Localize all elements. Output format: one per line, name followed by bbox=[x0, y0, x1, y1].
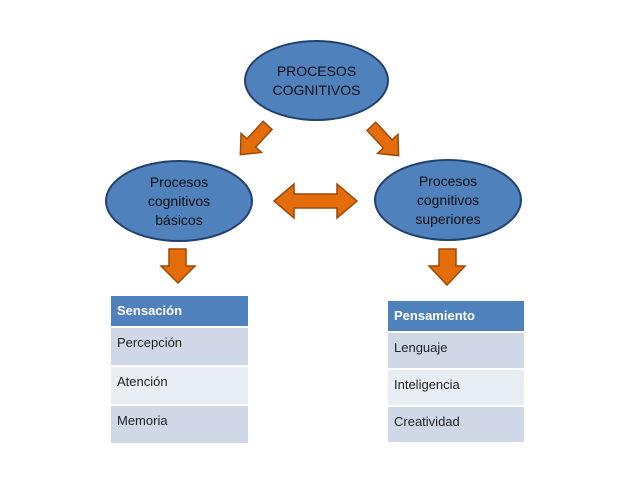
table-header: Sensación bbox=[111, 296, 248, 326]
arrow-superior-to-table bbox=[427, 248, 467, 287]
arrow-root-to-basic bbox=[239, 120, 274, 156]
arrow-root-to-superior bbox=[365, 121, 400, 157]
table-header: Pensamiento bbox=[388, 301, 524, 331]
table-row: Atención bbox=[111, 365, 248, 404]
node-procesos-basicos: Procesos cognitivos básicos bbox=[105, 160, 253, 242]
table-row: Lenguaje bbox=[388, 331, 524, 368]
node-procesos-superiores: Procesos cognitivos superiores bbox=[374, 159, 522, 241]
double-arrow-basic-superior bbox=[272, 182, 359, 220]
table-procesos-superiores: Pensamiento Lenguaje Inteligencia Creati… bbox=[388, 301, 524, 442]
node-procesos-cognitivos: PROCESOS COGNITIVOS bbox=[244, 40, 389, 121]
node-root-label: PROCESOS COGNITIVOS bbox=[272, 62, 361, 98]
table-row: Memoria bbox=[111, 404, 248, 443]
node-basic-label: Procesos cognitivos básicos bbox=[147, 173, 211, 228]
table-row: Percepción bbox=[111, 326, 248, 365]
node-superior-label: Procesos cognitivos superiores bbox=[415, 172, 481, 227]
table-row: Inteligencia bbox=[388, 368, 524, 405]
arrow-basic-to-table bbox=[159, 248, 197, 285]
table-procesos-basicos: Sensación Percepción Atención Memoria bbox=[111, 296, 248, 443]
table-row: Creatividad bbox=[388, 405, 524, 442]
